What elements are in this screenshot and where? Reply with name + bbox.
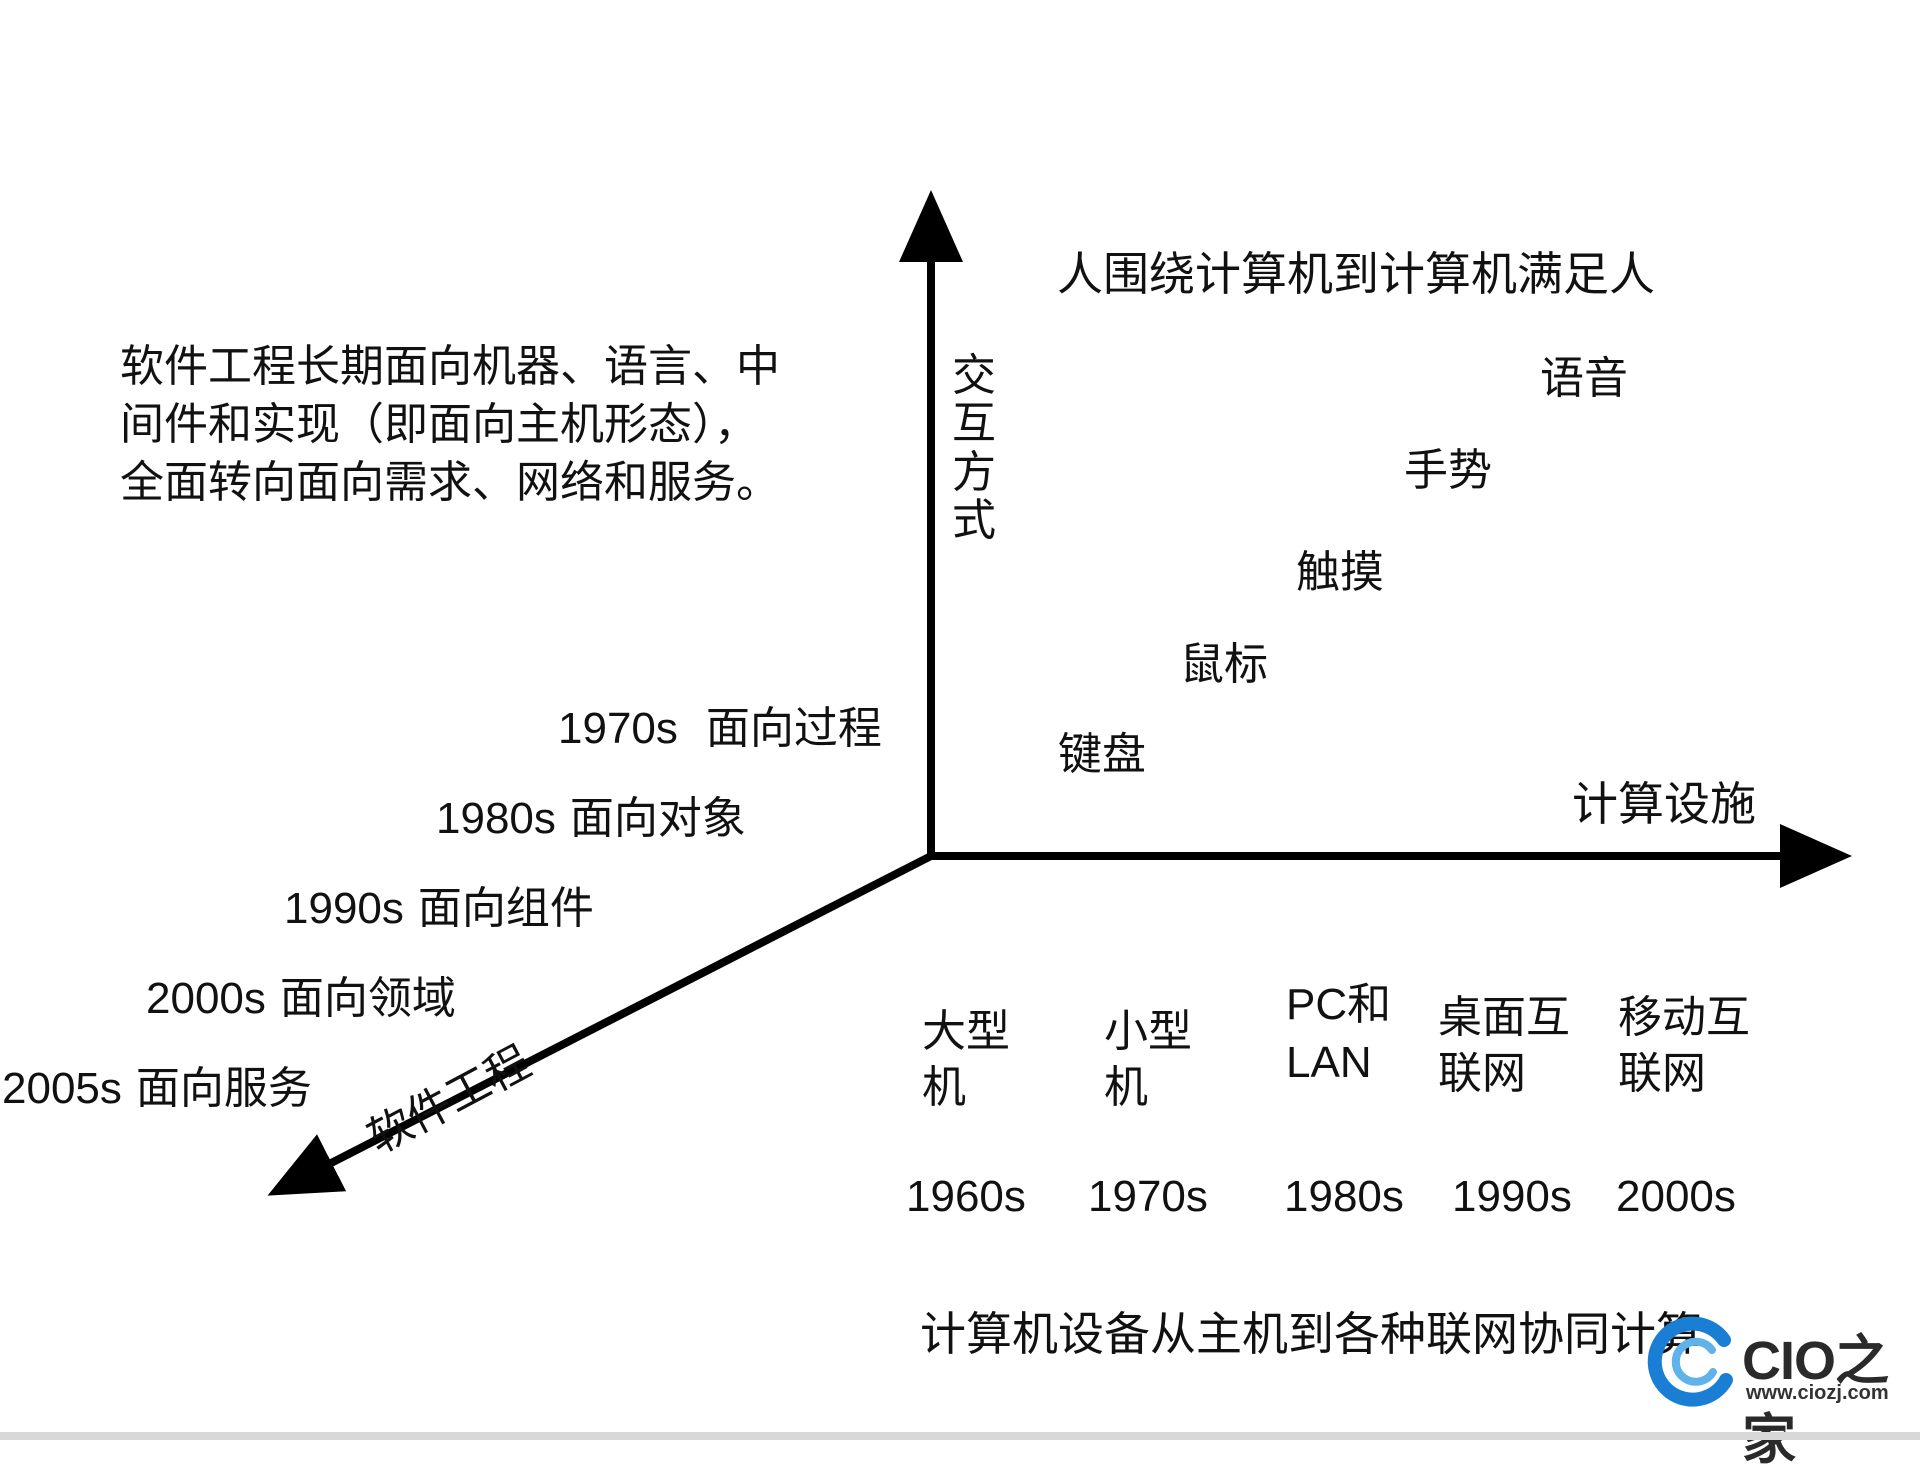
- software-era-1970s: 1970s 面向过程: [558, 703, 882, 755]
- computing-year-1990s: 1990s: [1452, 1172, 1572, 1221]
- cio-logo: CIO之家 www.ciozj.com: [1646, 1310, 1916, 1470]
- interaction-keyboard: 键盘: [1058, 729, 1146, 780]
- software-era-year: 1990s: [284, 884, 404, 933]
- intro-line: 全面转向面向需求、网络和服务。: [120, 457, 780, 508]
- intro-text: 软件工程长期面向机器、语言、中 间件和实现（即面向主机形态）， 全面转向面向需求…: [120, 338, 780, 512]
- software-era-label: 面向领域: [279, 973, 456, 1024]
- software-era-label: 面向组件: [417, 883, 594, 934]
- interaction-touch: 触摸: [1296, 547, 1384, 598]
- device-line: 联网: [1438, 1048, 1526, 1099]
- software-era-2000s: 2000s 面向领域: [146, 973, 456, 1025]
- bottom-caption: 计算机设备从主机到各种联网协同计算: [920, 1307, 1702, 1361]
- software-era-2005s: 2005s 面向服务: [2, 1063, 312, 1115]
- device-line: PC和: [1286, 980, 1392, 1029]
- computing-device-mainframe: 大型 机: [922, 1004, 1010, 1116]
- device-line: 桌面互: [1438, 992, 1570, 1043]
- computing-year-1960s: 1960s: [906, 1172, 1026, 1221]
- x-axis-label: 计算设施: [1572, 777, 1756, 831]
- device-line: 机: [922, 1062, 966, 1113]
- z-axis: [267, 852, 933, 1196]
- cio-logo-url: www.ciozj.com: [1746, 1382, 1889, 1404]
- interaction-voice: 语音: [1540, 353, 1628, 404]
- device-line: 大型: [922, 1006, 1010, 1057]
- y-axis-label: 交互方式: [952, 350, 996, 547]
- top-title: 人围绕计算机到计算机满足人: [1057, 247, 1655, 301]
- device-line: 小型: [1104, 1006, 1192, 1057]
- computing-device-minicomputer: 小型 机: [1104, 1004, 1192, 1116]
- software-era-year: 1970s: [558, 704, 678, 753]
- bottom-divider: [0, 1432, 1920, 1440]
- axes-diagram: [267, 190, 1852, 1196]
- computing-year-1980s: 1980s: [1284, 1172, 1404, 1221]
- interaction-gesture: 手势: [1404, 445, 1492, 496]
- interaction-mouse: 鼠标: [1180, 639, 1268, 690]
- software-era-label: 面向对象: [569, 793, 746, 844]
- computing-year-2000s: 2000s: [1616, 1172, 1736, 1221]
- computing-device-pc-lan: PC和 LAN: [1286, 976, 1391, 1092]
- software-era-label: 面向服务: [135, 1063, 312, 1114]
- device-line: 联网: [1618, 1048, 1706, 1099]
- software-era-label: 面向过程: [705, 703, 882, 754]
- device-line: 机: [1104, 1062, 1148, 1113]
- software-era-year: 1980s: [436, 794, 556, 843]
- software-era-1990s: 1990s 面向组件: [284, 883, 594, 935]
- computing-year-1970s: 1970s: [1088, 1172, 1208, 1221]
- intro-line: 软件工程长期面向机器、语言、中: [120, 341, 780, 392]
- device-line: LAN: [1286, 1038, 1372, 1087]
- computing-device-desktop-internet: 桌面互 联网: [1438, 990, 1570, 1102]
- cio-logo-icon: [1647, 1316, 1733, 1407]
- software-era-year: 2005s: [2, 1064, 122, 1113]
- computing-device-mobile-internet: 移动互 联网: [1618, 990, 1750, 1102]
- device-line: 移动互: [1618, 992, 1750, 1043]
- intro-line: 间件和实现（即面向主机形态），: [120, 399, 758, 450]
- software-era-1980s: 1980s 面向对象: [436, 793, 746, 845]
- software-era-year: 2000s: [146, 974, 266, 1023]
